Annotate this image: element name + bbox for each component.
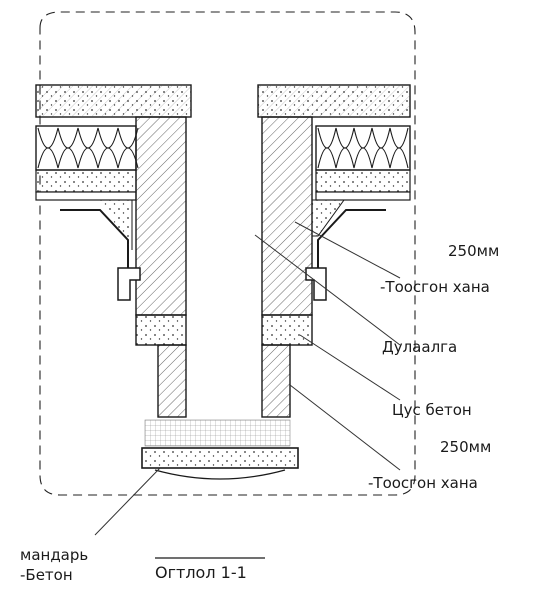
left-lower-wall <box>157 344 187 418</box>
label-concrete-mandar-line1: -Бетон <box>20 566 73 584</box>
label-belt-concrete: Цус бетон <box>392 401 472 419</box>
right-roof-slab <box>257 84 411 118</box>
detail-boundary <box>39 11 416 496</box>
left-concrete-belt <box>135 314 187 346</box>
tile-layer <box>144 419 291 447</box>
right-concrete-belt <box>261 314 313 346</box>
left-insulation <box>35 125 139 201</box>
label-brick-wall-upper-line2: 250мм <box>448 242 499 260</box>
label-brick-wall-upper-line1: -Тоосгон ханa <box>380 278 490 296</box>
left-brick-wall <box>135 116 187 316</box>
left-roof-slab <box>35 84 192 118</box>
label-concrete-mandar-line2: мандарь <box>20 546 88 564</box>
label-brick-wall-lower-line2: 250мм <box>440 438 491 456</box>
right-flashing <box>305 199 386 301</box>
label-brick-wall-lower-line1: -Тоосгон ханa <box>368 474 478 492</box>
leader-lines <box>94 221 401 536</box>
right-brick-wall <box>261 116 313 316</box>
label-insulation: Дулаалга <box>382 338 457 356</box>
section-title: Огтлол 1-1 <box>155 563 247 582</box>
left-flashing <box>60 199 141 301</box>
right-insulation <box>315 125 411 201</box>
right-lower-wall <box>261 344 291 418</box>
concrete-step <box>141 447 299 480</box>
